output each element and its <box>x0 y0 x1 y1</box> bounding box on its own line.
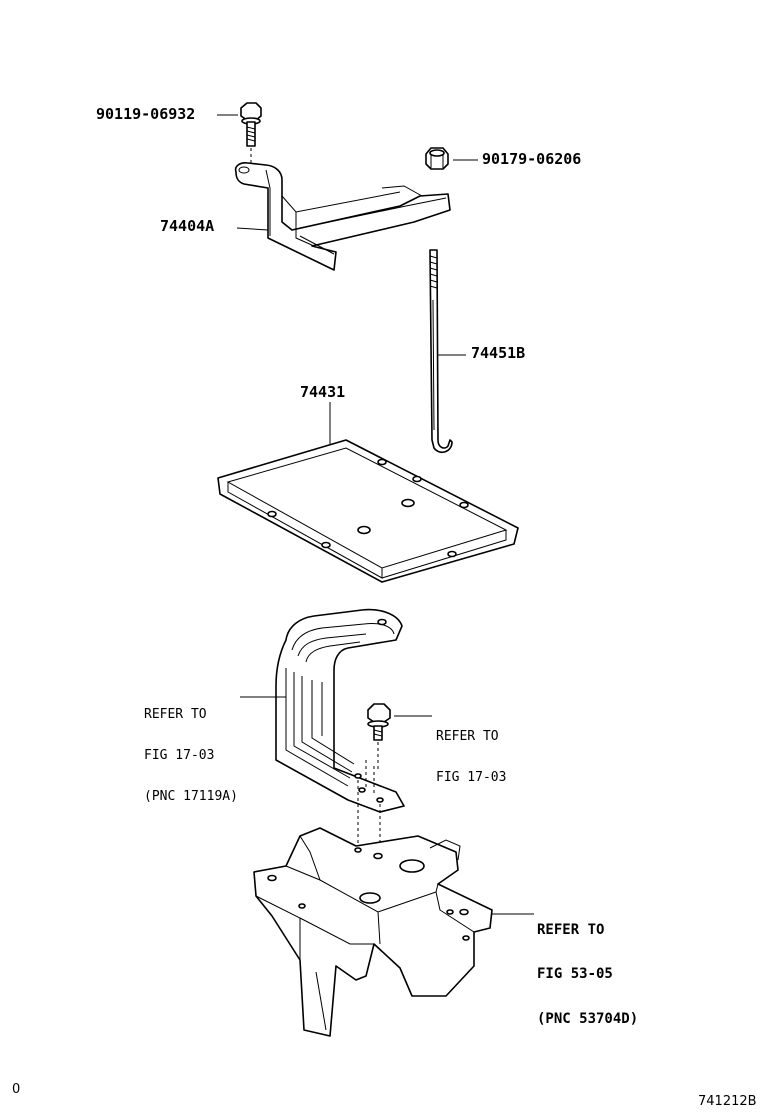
hook-rod-74451B-part[interactable] <box>429 249 453 454</box>
lower-panel-part[interactable] <box>253 827 493 1037</box>
label-bolt-90119-06932: 90119-06932 <box>96 105 196 123</box>
reference-bracket-line2: FIG 17-03 <box>144 748 215 764</box>
reference-bracket-line3: (PNC 17119A) <box>144 789 238 805</box>
support-bracket-part[interactable] <box>275 608 405 850</box>
reference-bolt-line2: FIG 17-03 <box>436 770 507 786</box>
reference-panel-line1: REFER TO <box>537 922 605 939</box>
reference-panel-line3: (PNC 53704D) <box>537 1010 639 1027</box>
leader-clamp <box>236 227 269 231</box>
nut-90179-06206-part[interactable] <box>425 147 449 170</box>
reference-bracket-line1: REFER TO <box>144 707 207 723</box>
battery-clamp-74404A-part[interactable] <box>234 162 451 271</box>
reference-panel-line2: FIG 53-05 <box>537 966 613 983</box>
label-rod-74451B: 74451B <box>471 344 526 362</box>
footer-left-code: 0 <box>12 1082 21 1097</box>
footer-figure-code: 741212B <box>698 1094 757 1109</box>
label-clamp-74404A: 74404A <box>160 217 215 235</box>
label-tray-74431: 74431 <box>300 383 346 401</box>
battery-tray-74431-part[interactable] <box>217 439 519 583</box>
bracket-bolt-part[interactable] <box>367 703 391 770</box>
reference-bracket: REFER TO FIG 17-03 (PNC 17119A) <box>144 681 238 817</box>
reference-panel: REFER TO FIG 53-05 (PNC 53704D) <box>537 894 638 1041</box>
reference-bolt: REFER TO FIG 17-03 <box>436 703 506 798</box>
bolt-90119-06932-part[interactable] <box>240 102 262 170</box>
reference-bolt-line1: REFER TO <box>436 729 499 745</box>
label-nut-90179-06206: 90179-06206 <box>482 150 582 168</box>
